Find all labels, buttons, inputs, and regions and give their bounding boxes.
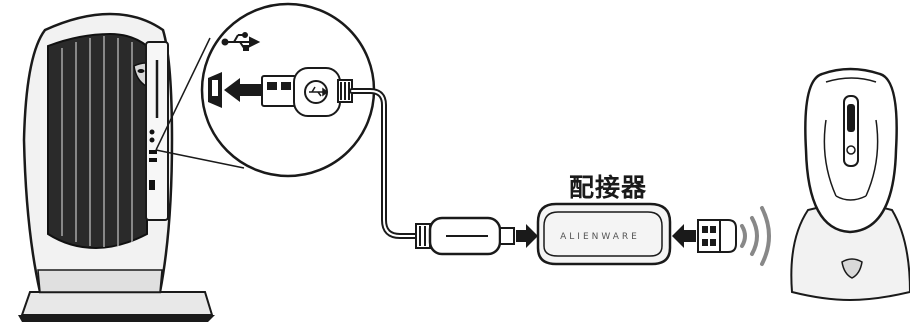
insert-arrow-icon [224, 78, 262, 102]
wireless-signal-icon [740, 206, 771, 266]
mouse-icon [790, 67, 910, 302]
usb-plug-icon [261, 67, 341, 117]
insert-arrow-icon-2 [516, 224, 538, 248]
usb-symbol-icon [221, 32, 261, 51]
adapter-label: 配接器 [568, 173, 647, 202]
insert-arrow-icon-3 [672, 224, 696, 248]
usb-c-connector-icon [415, 216, 515, 256]
dongle-brand-text: ALIENWARE [560, 232, 640, 242]
usb-port-icon [208, 72, 222, 108]
zoom-circle [200, 2, 376, 178]
adapter-dongle-icon: ALIENWARE [536, 202, 672, 266]
desktop-tower-icon [18, 12, 215, 322]
zoom-callout-lines [155, 37, 245, 169]
usb-receiver-icon [697, 219, 737, 253]
